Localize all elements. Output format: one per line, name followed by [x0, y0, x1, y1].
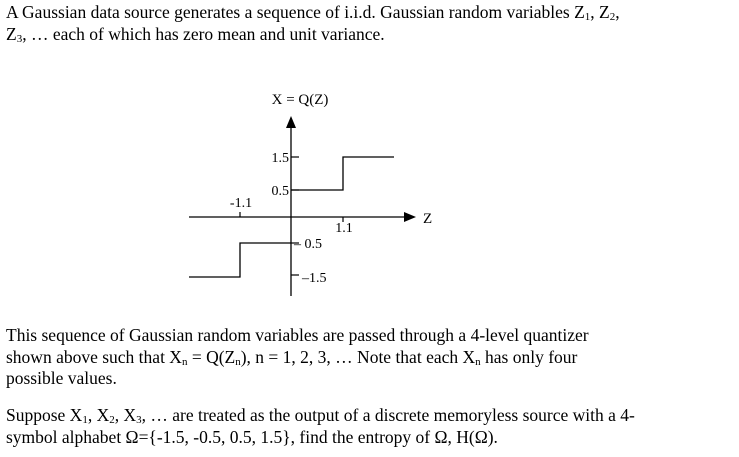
subscript: n: [475, 355, 481, 368]
para2-line-2: shown above such that Xn = Q(Zn), n = 1,…: [6, 347, 589, 369]
text: , … are treated as the output of a discr…: [141, 405, 635, 425]
label-1.5: 1.5: [272, 151, 290, 166]
text: Z: [6, 23, 17, 44]
para3-line-1: Suppose X1, X2, X3, … are treated as the…: [6, 405, 635, 427]
text: , Z: [590, 2, 610, 22]
label-neg-1.1: -1.1: [230, 196, 252, 211]
subscript: 2: [109, 414, 115, 426]
subscript: n: [235, 355, 241, 368]
text: ,: [615, 2, 620, 22]
text: shown above such that X: [6, 346, 182, 367]
text: ), n = 1, 2, 3, … Note that each X: [240, 346, 476, 367]
para2-line-1: This sequence of Gaussian random variabl…: [6, 325, 589, 345]
question-paragraph: Suppose X1, X2, X3, … are treated as the…: [6, 405, 635, 448]
intro-paragraph: A Gaussian data source generates a seque…: [6, 2, 620, 45]
text: , … each of which has zero mean and unit…: [22, 23, 385, 44]
quantizer-negative-steps: [189, 242, 291, 278]
label-0.5: 0.5: [272, 184, 290, 199]
subscript: 1: [82, 414, 88, 426]
text: has only four: [480, 346, 578, 367]
z-axis-label: Z: [423, 211, 432, 227]
text: = Q(Z: [187, 346, 236, 367]
intro-line-1: A Gaussian data source generates a seque…: [6, 2, 620, 24]
z-axis-arrow-icon: [404, 212, 416, 222]
label-m1.5: –1.5: [301, 271, 327, 286]
subscript: 2: [609, 11, 616, 23]
intro-line-2: Z3, … each of which has zero mean and un…: [6, 24, 620, 46]
quantizer-paragraph: This sequence of Gaussian random variabl…: [6, 325, 589, 390]
text: A Gaussian data source generates a seque…: [6, 2, 585, 22]
text: , X: [87, 405, 110, 425]
text: , X: [114, 405, 137, 425]
subscript: n: [181, 355, 188, 368]
x-axis-arrow-icon: [286, 116, 296, 128]
para3-line-2: symbol alphabet Ω={-1.5, -0.5, 0.5, 1.5}…: [6, 426, 498, 447]
subscript: 1: [584, 11, 591, 23]
label-m0.5: – 0.5: [293, 237, 322, 252]
subscript: 3: [136, 414, 142, 426]
subscript: 3: [16, 32, 23, 45]
quantizer-positive-steps: [291, 156, 394, 191]
para2-line-3: possible values.: [6, 368, 117, 388]
text: Suppose X: [6, 405, 83, 425]
label-pos-1.1: 1.1: [335, 221, 353, 236]
figure-title: X = Q(Z): [272, 92, 329, 108]
